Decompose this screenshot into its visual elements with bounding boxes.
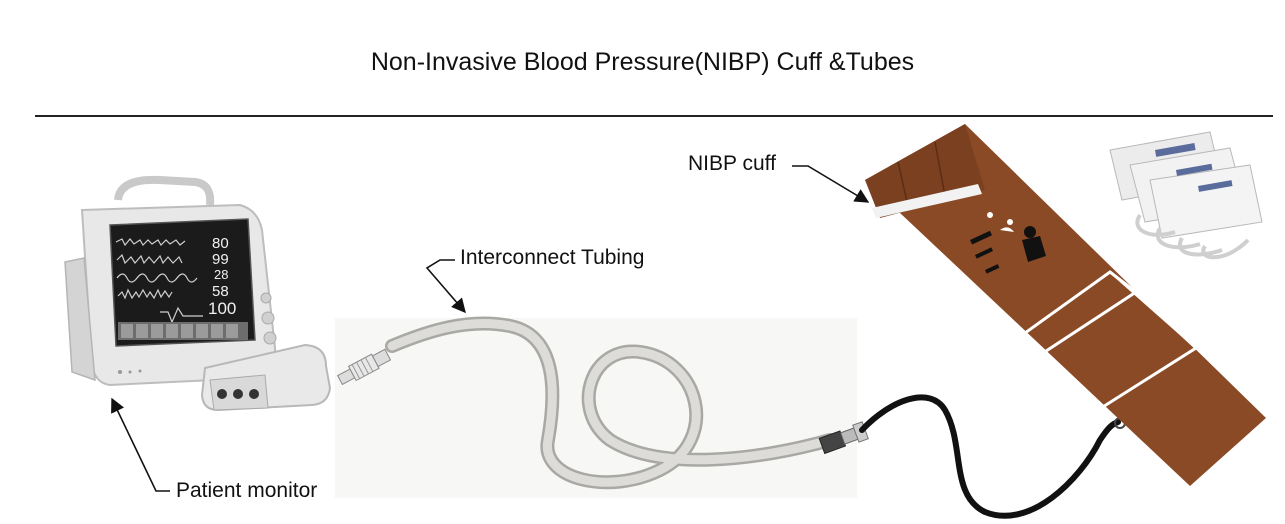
cuff-packages-illustration bbox=[1109, 131, 1263, 260]
interconnect-tubing-leader bbox=[425, 259, 466, 314]
label-patient-monitor: Patient monitor bbox=[176, 479, 318, 502]
patient-monitor-illustration: 80 99 28 58 100 bbox=[64, 175, 332, 412]
readout-hr: 80 bbox=[212, 235, 229, 252]
patient-monitor-leader bbox=[111, 397, 170, 492]
cuff-hose bbox=[859, 394, 1121, 519]
readout-pressure: 100 bbox=[208, 299, 236, 318]
label-interconnect-tubing: Interconnect Tubing bbox=[460, 246, 645, 269]
readout-nibp-mean: 58 bbox=[212, 283, 229, 300]
interconnect-tubing-illustration bbox=[335, 316, 869, 498]
label-nibp-cuff: NIBP cuff bbox=[688, 152, 776, 175]
nibp-cuff-leader bbox=[792, 165, 870, 203]
page-title: Non-Invasive Blood Pressure(NIBP) Cuff &… bbox=[370, 48, 915, 76]
readout-spo2: 99 bbox=[212, 251, 229, 268]
nibp-cuff-illustration bbox=[865, 124, 1266, 486]
readout-resp: 28 bbox=[214, 267, 228, 282]
title-divider bbox=[35, 115, 1273, 117]
